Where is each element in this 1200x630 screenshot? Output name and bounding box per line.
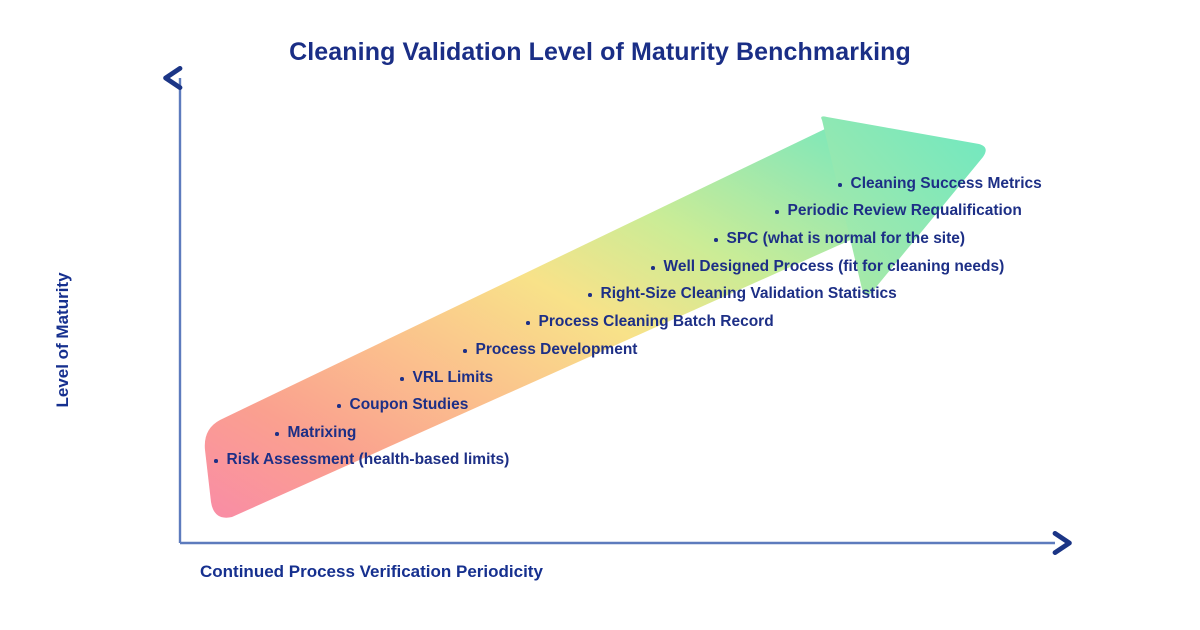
maturity-step: Right-Size Cleaning Validation Statistic… (588, 285, 897, 303)
bullet-icon (526, 321, 530, 325)
arrow-band (204, 128, 875, 518)
maturity-step: Process Development (463, 341, 637, 359)
bullet-icon (588, 293, 592, 297)
maturity-step-label: Process Development (475, 341, 638, 358)
maturity-step-label: Risk Assessment (health-based limits) (226, 451, 510, 468)
maturity-step-label: Periodic Review Requalification (787, 202, 1022, 219)
bullet-icon (714, 238, 718, 242)
maturity-step: Well Designed Process (fit for cleaning … (651, 258, 1004, 276)
bullet-icon (337, 404, 341, 408)
maturity-step: Periodic Review Requalification (775, 202, 1022, 220)
bullet-icon (838, 183, 842, 187)
bullet-icon (775, 210, 779, 214)
bullet-icon (400, 377, 404, 381)
maturity-step-label: SPC (what is normal for the site) (726, 230, 966, 247)
chart-title: Cleaning Validation Level of Maturity Be… (289, 38, 911, 66)
maturity-step-label: Matrixing (287, 424, 357, 441)
maturity-step-label: Right-Size Cleaning Validation Statistic… (600, 285, 897, 302)
maturity-step-label: VRL Limits (412, 369, 494, 386)
bullet-icon (214, 459, 218, 463)
arrow-head (821, 116, 986, 296)
maturity-step: Process Cleaning Batch Record (526, 313, 774, 331)
bullet-icon (463, 349, 467, 353)
maturity-step: VRL Limits (400, 369, 493, 387)
maturity-step: Risk Assessment (health-based limits) (214, 451, 509, 469)
maturity-step-label: Process Cleaning Batch Record (538, 313, 774, 330)
maturity-step: SPC (what is normal for the site) (714, 230, 965, 248)
maturity-step: Coupon Studies (337, 396, 468, 414)
bullet-icon (275, 432, 279, 436)
maturity-step-label: Well Designed Process (fit for cleaning … (663, 258, 1005, 275)
x-axis-label: Continued Process Verification Periodici… (200, 562, 543, 581)
maturity-step: Matrixing (275, 424, 356, 442)
maturity-step: Cleaning Success Metrics (838, 175, 1042, 193)
bullet-icon (651, 266, 655, 270)
maturity-step-label: Coupon Studies (349, 396, 469, 413)
maturity-step-label: Cleaning Success Metrics (850, 175, 1042, 192)
